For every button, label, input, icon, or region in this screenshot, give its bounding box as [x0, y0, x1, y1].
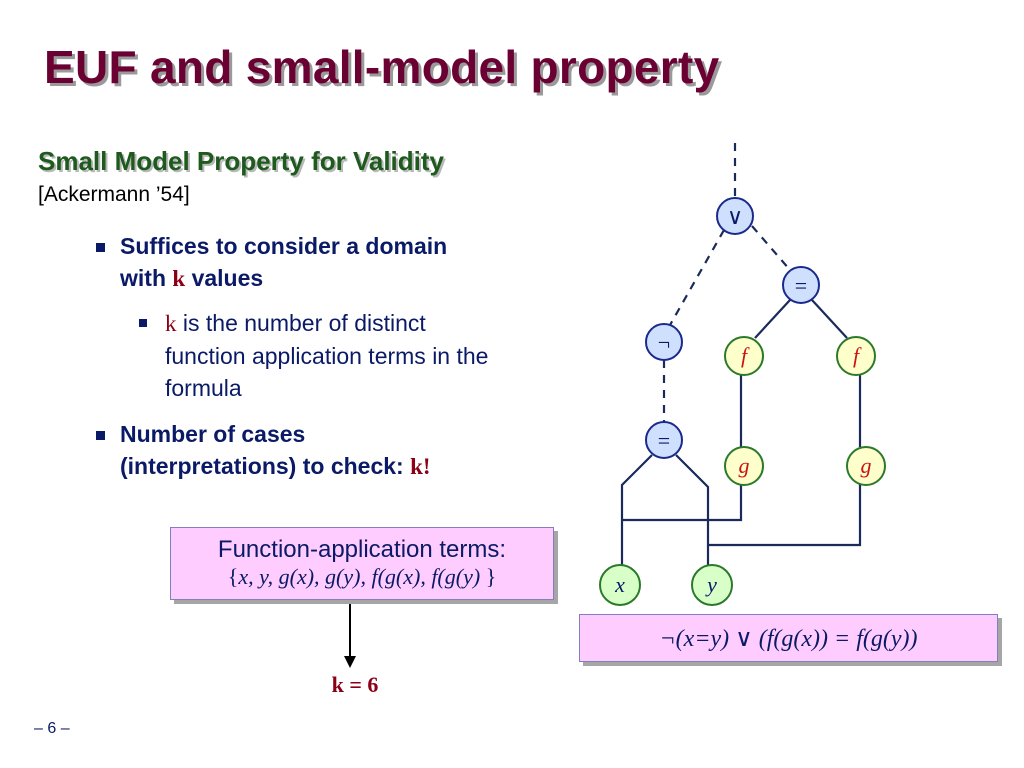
edge-or-eqtop — [751, 225, 791, 271]
bullet-text: values — [185, 265, 264, 291]
edge-or-not — [669, 229, 725, 326]
slide-title: EUF and small-model property — [44, 41, 720, 93]
equals-top-label: = — [795, 273, 807, 298]
g-node-left: g — [724, 446, 764, 486]
bullet-marker — [96, 431, 105, 440]
edge-eqtop-f2 — [811, 299, 848, 339]
function-terms-box: Function-application terms: {x, y, g(x),… — [170, 527, 554, 600]
sub-bullet-k-definition: k is the number of distinct function app… — [165, 307, 505, 404]
bullet-domain-size: Suffices to consider a domain with k val… — [120, 230, 460, 295]
f-node-left: f — [724, 336, 764, 376]
x-leaf-label: x — [614, 572, 625, 597]
or-node: ∨ — [716, 197, 754, 235]
sub-bullet-marker — [139, 319, 147, 327]
formula-text: ¬(x=y) ∨ (f(g(x)) = f(g(y)) — [659, 626, 918, 652]
x-leaf-node: x — [599, 564, 641, 606]
sub-bullet-text: is the number of distinct function appli… — [165, 310, 489, 401]
y-leaf-label: y — [705, 572, 717, 597]
section-heading-text: Small Model Property for Validity — [38, 146, 444, 176]
k-result: k = 6 — [331, 672, 379, 697]
terms-to-k-arrowhead — [344, 656, 356, 668]
f-node-right-label: f — [853, 343, 862, 368]
or-node-label: ∨ — [727, 204, 743, 229]
g-node-right: g — [846, 446, 886, 486]
citation: [Ackermann ’54] — [38, 183, 190, 206]
dag-edges — [620, 143, 862, 565]
g-node-left-label: g — [739, 453, 750, 478]
bullet-number-of-cases: Number of cases (interpretations) to che… — [120, 418, 460, 483]
edge-eqtop-f1 — [754, 299, 791, 339]
f-node-right: f — [836, 336, 876, 376]
equals-bottom-node: = — [645, 421, 683, 459]
g-node-right-label: g — [861, 453, 872, 478]
f-node-left-label: f — [741, 343, 750, 368]
close-brace: } — [480, 564, 497, 589]
k-symbol: k — [172, 266, 186, 291]
bullet-text: Number of cases (interpretations) to che… — [120, 421, 411, 479]
bullet-marker — [96, 243, 105, 252]
equals-top-node: = — [782, 266, 820, 304]
open-brace: { — [227, 564, 239, 589]
terms-text: x, y, g(x), g(y), f(g(x), f(g(y) — [238, 564, 481, 589]
terms-list: {x, y, g(x), g(y), f(g(x), f(g(y) } — [171, 564, 553, 590]
k-factorial: k! — [410, 454, 431, 479]
edge-g2-y — [708, 484, 862, 547]
dag-nodes: ∨ = ¬ f f = g g — [599, 197, 886, 606]
edge-eqbot-x — [620, 454, 653, 565]
edge-g1-x — [622, 484, 743, 522]
not-node-label: ¬ — [658, 330, 670, 355]
terms-box-heading: Function-application terms: — [217, 536, 507, 563]
k-symbol: k — [165, 311, 177, 336]
equals-bottom-label: = — [658, 428, 670, 453]
not-node: ¬ — [645, 323, 683, 361]
bullet-text: Suffices to consider a domain with — [120, 233, 448, 291]
section-heading: Small Model Property for Validity [Acker… — [38, 146, 478, 210]
y-leaf-node: y — [691, 564, 733, 606]
formula-box: ¬(x=y) ∨ (f(g(x)) = f(g(y)) — [579, 614, 998, 662]
edge-eqbot-y — [675, 454, 710, 565]
page-number: – 6 – — [34, 720, 70, 737]
